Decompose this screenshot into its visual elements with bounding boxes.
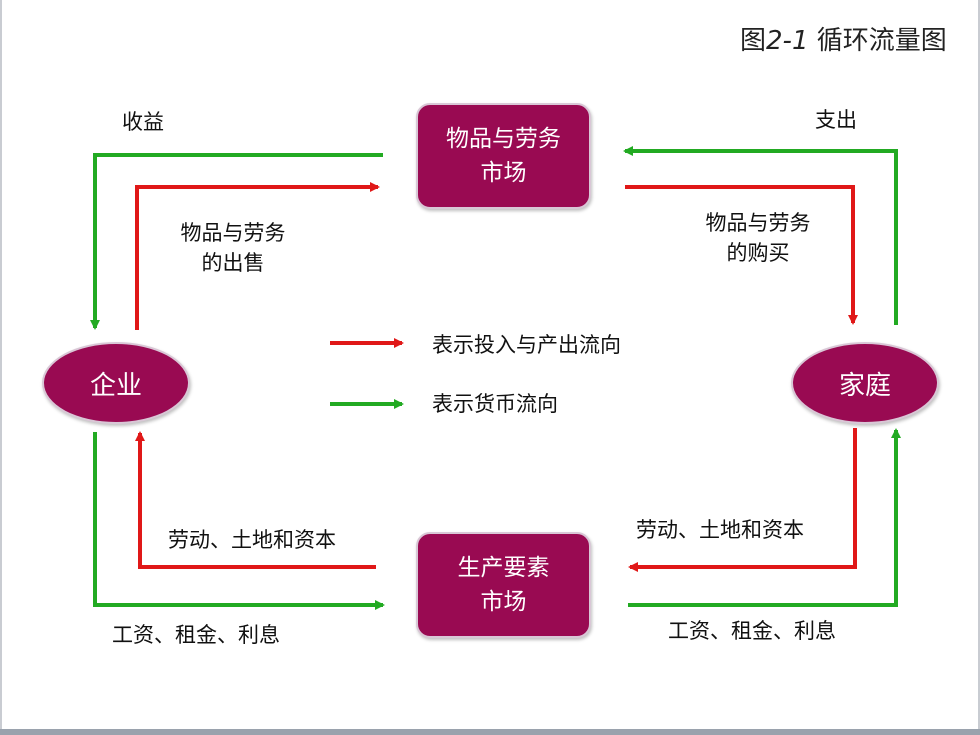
goods-market-line1: 物品与劳务 — [446, 126, 561, 152]
diagram-title: 图2-1 循环流量图 — [740, 26, 947, 56]
revenue-flow-arrow — [90, 153, 383, 330]
wages-right-label: 工资、租金、利息 — [668, 619, 836, 643]
labor-right-label: 劳动、土地和资本 — [636, 518, 804, 542]
goods-market-node: 物品与劳务 市场 — [416, 103, 591, 209]
labor-from-household-flow-arrow — [628, 428, 857, 572]
labor-left-label: 劳动、土地和资本 — [168, 528, 336, 552]
household-node: 家庭 — [791, 342, 939, 424]
firm-node: 企业 — [42, 342, 190, 424]
legend-input-output-label: 表示投入与产出流向 — [432, 333, 621, 357]
wages-left-label: 工资、租金、利息 — [112, 623, 280, 647]
spending-flow-arrow — [623, 146, 898, 325]
revenue-label: 收益 — [122, 110, 164, 134]
goods-bought-label: 物品与劳务 的购买 — [705, 211, 811, 265]
frame-bottom-border — [0, 729, 980, 735]
goods-bought-flow-arrow — [625, 185, 858, 325]
legend-money-label: 表示货币流向 — [432, 392, 558, 416]
wages-to-household-flow-arrow — [628, 428, 901, 607]
factor-market-line1: 生产要素 — [457, 555, 550, 581]
labor-to-firm-flow-arrow — [135, 431, 376, 569]
factor-market-line2: 市场 — [480, 589, 527, 615]
frame-left-border — [0, 0, 2, 735]
goods-market-line2: 市场 — [480, 160, 527, 186]
frame-right-border — [978, 0, 980, 735]
goods-sold-flow-arrow — [135, 182, 380, 330]
goods-sold-label: 物品与劳务 的出售 — [180, 221, 286, 275]
wages-to-factor-market-flow-arrow — [93, 432, 385, 610]
factor-market-node: 生产要素 市场 — [416, 532, 591, 638]
spending-label: 支出 — [815, 108, 857, 132]
